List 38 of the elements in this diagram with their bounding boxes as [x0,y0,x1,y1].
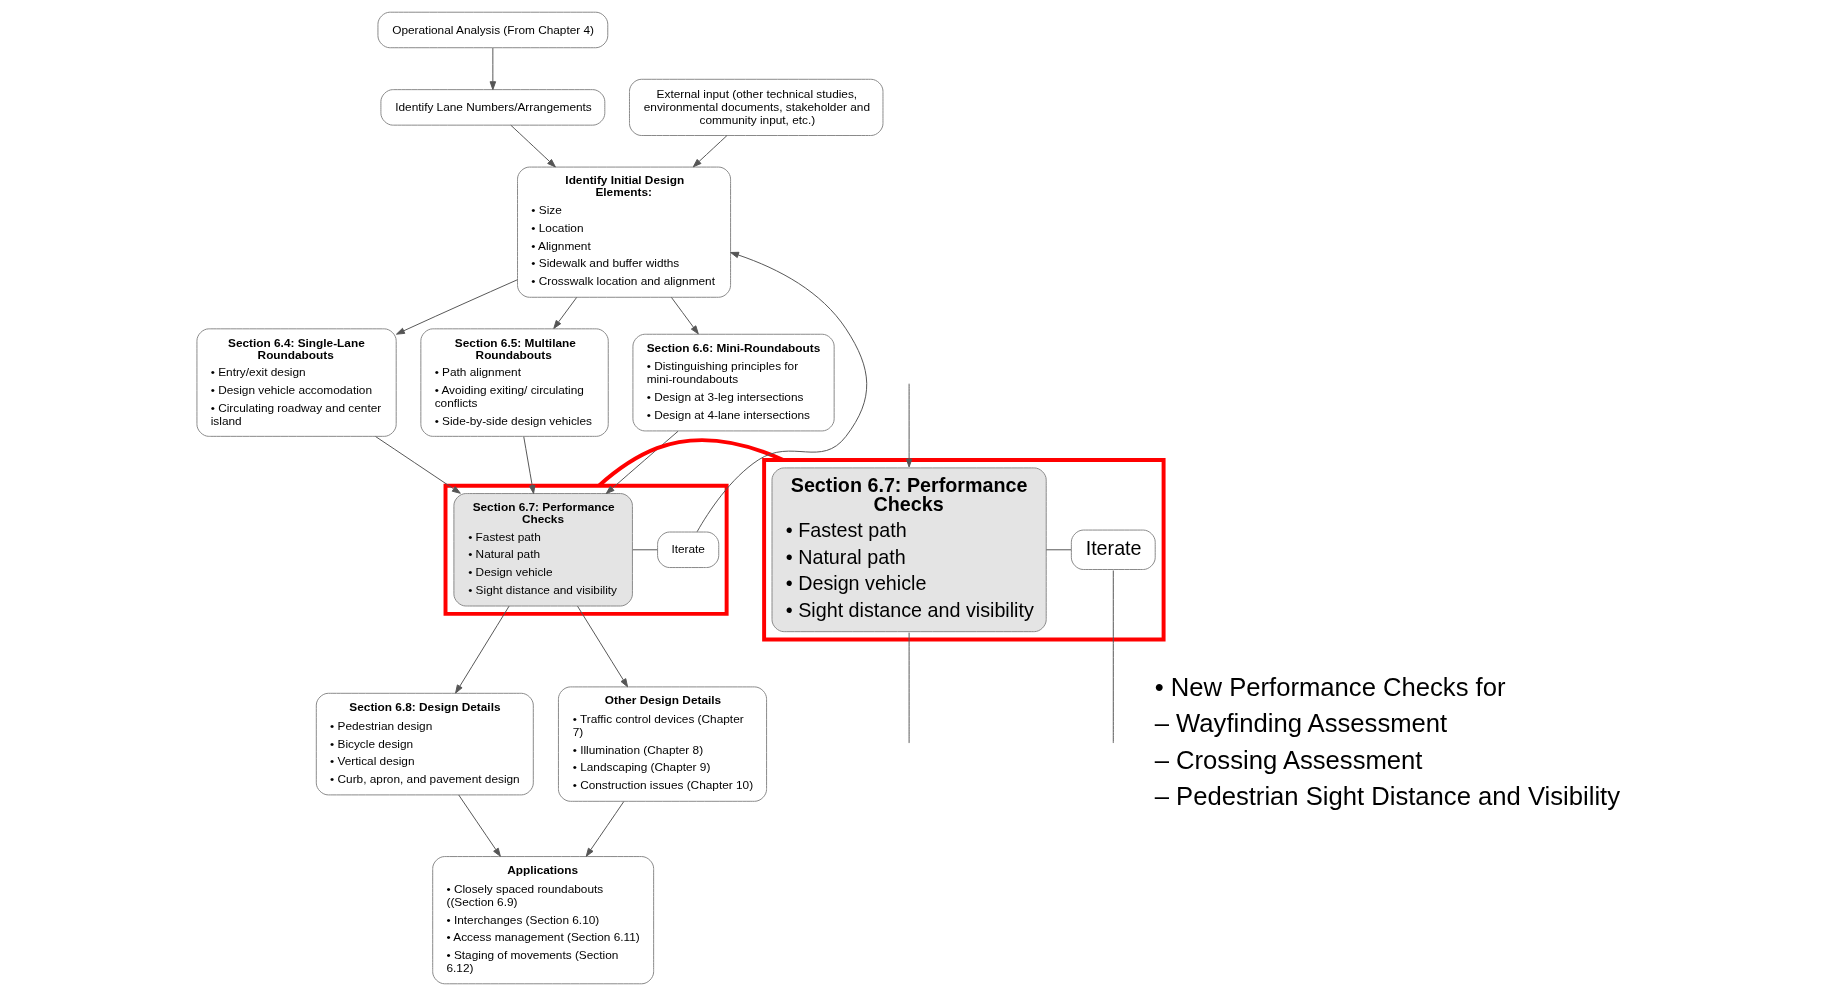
arrow [522,436,535,494]
arrow [585,801,624,857]
node-box: Applications • Closely spaced roundabouts ((Section 6.9) • Interchanges (Section 6.10) • Access management (Section 6.11) • Staging of movements (Section 6.12) [431,856,654,985]
arrow [576,605,628,688]
node-box: Section 6.6: Mini-Roundabouts • Distinguishing principles for mini-roundabouts • Design at 3-leg intersections • Design at 4-lane intersections [631,333,835,432]
connector [1112,570,1114,744]
label: – Wayfinding Assessment [1154,709,1447,738]
connector [1045,549,1072,551]
node-box: Section 6.7: Performance Checks • Fastest path • Natural path • Design vehicle • Sight distance and visibility [771,467,1047,633]
connector [908,632,910,744]
node-box: Identify Lane Numbers/Arrangements [379,89,605,126]
arrow [605,430,679,495]
arrow [457,794,501,857]
connector [597,438,784,488]
arrow [454,605,510,694]
node-box: Iterate [656,531,719,569]
arrow [374,436,461,494]
arrow [395,279,518,335]
node-box: Section 6.8: Design Details • Pedestrian design • Bicycle design • Vertical design • Curb, apron, and pavement design [315,692,534,796]
arrow [905,383,912,468]
node-box: Section 6.5: Multilane Roundabouts • Path alignment • Avoiding exiting/ circulating conflicts • Side-by-side design vehicles [419,328,609,437]
label: – Crossing Assessment [1154,745,1422,774]
node-box: Section 6.4: Single-Lane Roundabouts • Entry/exit design • Design vehicle accomodation • Circulating roadway and center island [195,328,397,437]
arrow [670,296,699,335]
arrow [552,296,577,329]
node-box: Iterate [1070,529,1156,570]
label: – Pedestrian Sight Distance and Visibility [1154,782,1620,811]
node-box: External input (other technical studies, environmental documents, stakeholder and community input, etc.) [628,78,883,136]
node-box: Identify Initial Design Elements: • Size • Location • Alignment • Sidewalk and buffer widths • Crosswalk location and alignment [516,166,731,298]
label: • New Performance Checks for [1154,672,1505,701]
node-box: Other Design Details • Traffic control devices (Chapter 7) • Illumination (Chapter 8) • Landscaping (Chapter 9) • Construction issues (Chapter 10) [557,686,767,802]
arrow [696,251,867,533]
arrow [692,135,727,168]
connector [631,549,658,551]
arrow [489,47,496,91]
node-box: Section 6.7: Performance Checks • Fastest path • Natural path • Design vehicle • Sight distance and visibility [452,493,633,607]
arrow [509,124,556,168]
node-box: Operational Analysis (From Chapter 4) [376,11,608,49]
